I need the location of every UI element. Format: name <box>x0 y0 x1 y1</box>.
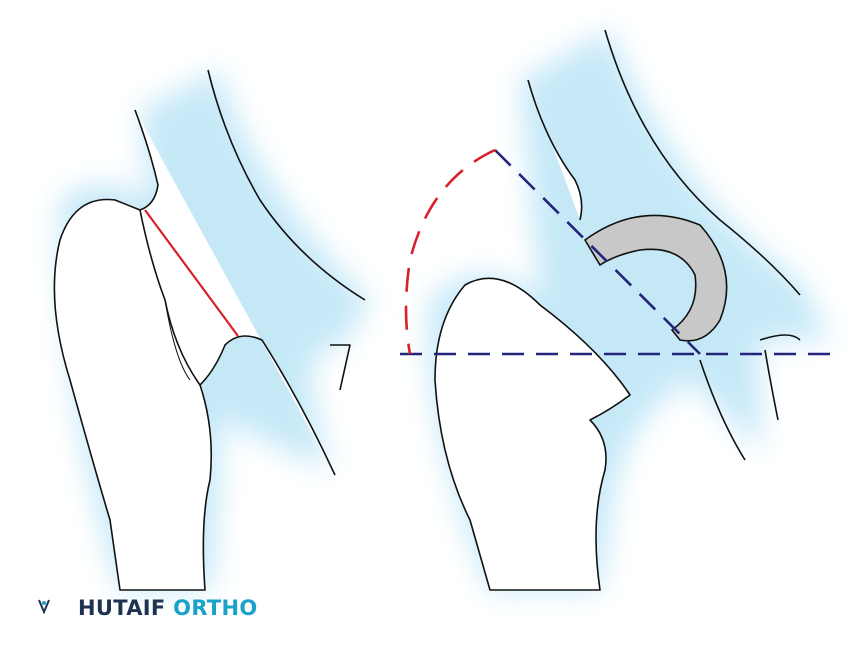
logo-word-1: HUTAIF <box>78 596 166 620</box>
rotation-arc <box>404 148 496 355</box>
reference-lines <box>400 149 835 356</box>
left-hip-bone <box>53 69 366 591</box>
logo-icon <box>38 599 50 614</box>
osteotomy-line <box>144 209 239 337</box>
right-hip-bone <box>434 29 801 591</box>
brand-logo: HUTAIF ORTHO <box>78 596 258 620</box>
logo-word-2: ORTHO <box>173 596 258 620</box>
resected-acetabulum <box>583 214 728 342</box>
